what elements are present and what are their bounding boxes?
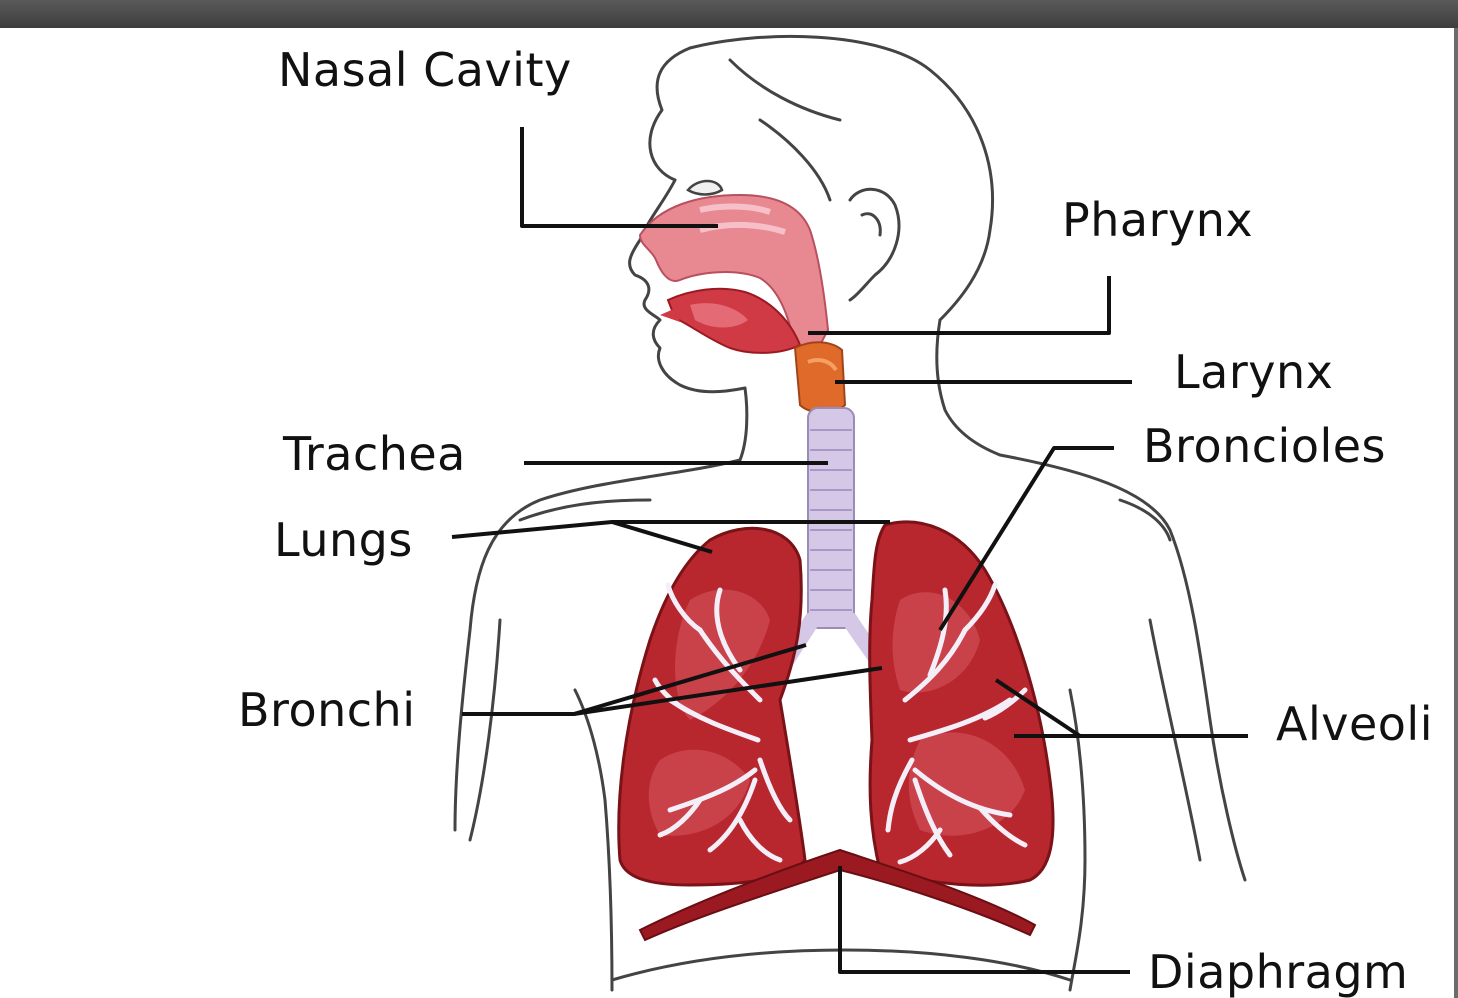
eye <box>688 181 722 195</box>
nasal-cavity-shape <box>640 195 828 353</box>
lungs-leader-branch <box>612 522 712 552</box>
label-larynx: Larynx <box>1174 345 1333 399</box>
label-broncioles: Broncioles <box>1143 419 1386 473</box>
label-lungs: Lungs <box>274 513 413 567</box>
label-bronchi: Bronchi <box>238 683 415 737</box>
label-alveoli: Alveoli <box>1276 697 1433 751</box>
left-lung <box>619 528 805 885</box>
larynx-shape <box>795 342 845 412</box>
pharynx-leader <box>808 276 1109 333</box>
label-trachea: Trachea <box>282 427 466 481</box>
window-right-edge <box>1454 28 1458 998</box>
right-lung <box>870 522 1053 885</box>
label-diaphragm: Diaphragm <box>1148 945 1408 998</box>
label-nasal-cavity: Nasal Cavity <box>278 43 572 97</box>
label-pharynx: Pharynx <box>1062 193 1253 247</box>
